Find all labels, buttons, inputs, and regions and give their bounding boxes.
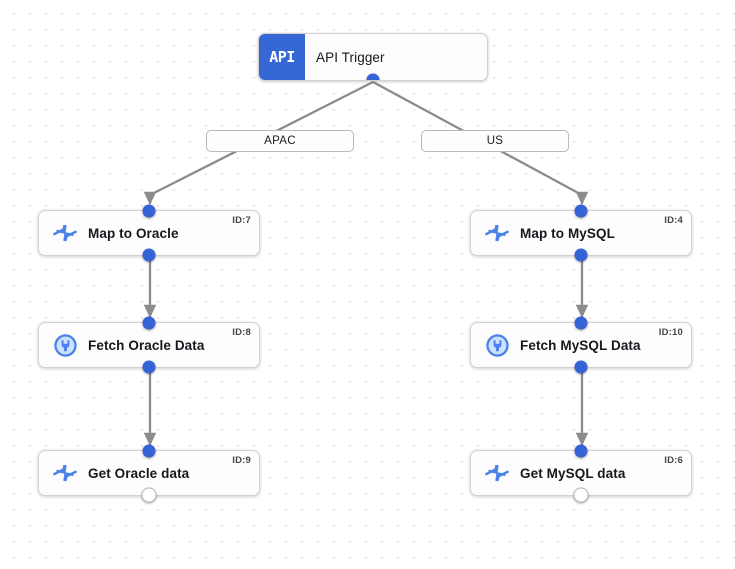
node-get-oracle-data[interactable]: Get Oracle data ID:9 bbox=[38, 444, 260, 503]
merge-arrows-icon bbox=[484, 460, 510, 486]
database-plug-icon bbox=[52, 332, 78, 358]
node-output-port[interactable] bbox=[573, 487, 589, 503]
node-input-port[interactable] bbox=[574, 204, 588, 218]
node-input-port[interactable] bbox=[574, 444, 588, 458]
node-input-port[interactable] bbox=[142, 444, 156, 458]
node-output-port[interactable] bbox=[142, 248, 156, 262]
node-title: Map to MySQL bbox=[520, 225, 615, 241]
node-id-label: ID:8 bbox=[232, 327, 251, 338]
node-input-port[interactable] bbox=[574, 316, 588, 330]
node-title: Fetch Oracle Data bbox=[88, 337, 205, 353]
node-title: Get MySQL data bbox=[520, 465, 626, 481]
node-title: API Trigger bbox=[316, 49, 385, 65]
node-get-mysql-data[interactable]: Get MySQL data ID:6 bbox=[470, 444, 692, 503]
database-plug-icon bbox=[484, 332, 510, 358]
node-id-label: ID:6 bbox=[664, 455, 683, 466]
merge-arrows-icon bbox=[52, 220, 78, 246]
node-map-to-oracle[interactable]: Map to Oracle ID:7 bbox=[38, 204, 260, 262]
merge-arrows-icon bbox=[484, 220, 510, 246]
node-id-label: ID:9 bbox=[232, 455, 251, 466]
node-id-label: ID:7 bbox=[232, 215, 251, 226]
node-api-trigger[interactable]: API API Trigger bbox=[258, 33, 488, 81]
edge-label-apac[interactable]: APAC bbox=[206, 130, 354, 152]
api-badge-label: API bbox=[269, 48, 295, 66]
node-output-port[interactable] bbox=[142, 360, 156, 374]
node-title: Map to Oracle bbox=[88, 225, 179, 241]
node-id-label: ID:10 bbox=[658, 327, 683, 338]
node-id-label: ID:4 bbox=[664, 215, 683, 226]
node-map-to-mysql[interactable]: Map to MySQL ID:4 bbox=[470, 204, 692, 262]
node-input-port[interactable] bbox=[142, 316, 156, 330]
node-title: Fetch MySQL Data bbox=[520, 337, 641, 353]
api-badge-icon: API bbox=[259, 34, 305, 80]
node-fetch-oracle-data[interactable]: Fetch Oracle Data ID:8 bbox=[38, 316, 260, 374]
edge-label-us[interactable]: US bbox=[421, 130, 569, 152]
node-title: Get Oracle data bbox=[88, 465, 190, 481]
merge-arrows-icon bbox=[52, 460, 78, 486]
node-output-port[interactable] bbox=[366, 73, 380, 80]
node-output-port[interactable] bbox=[574, 248, 588, 262]
node-output-port[interactable] bbox=[574, 360, 588, 374]
node-input-port[interactable] bbox=[142, 204, 156, 218]
node-output-port[interactable] bbox=[141, 487, 157, 503]
node-fetch-mysql-data[interactable]: Fetch MySQL Data ID:10 bbox=[470, 316, 692, 374]
